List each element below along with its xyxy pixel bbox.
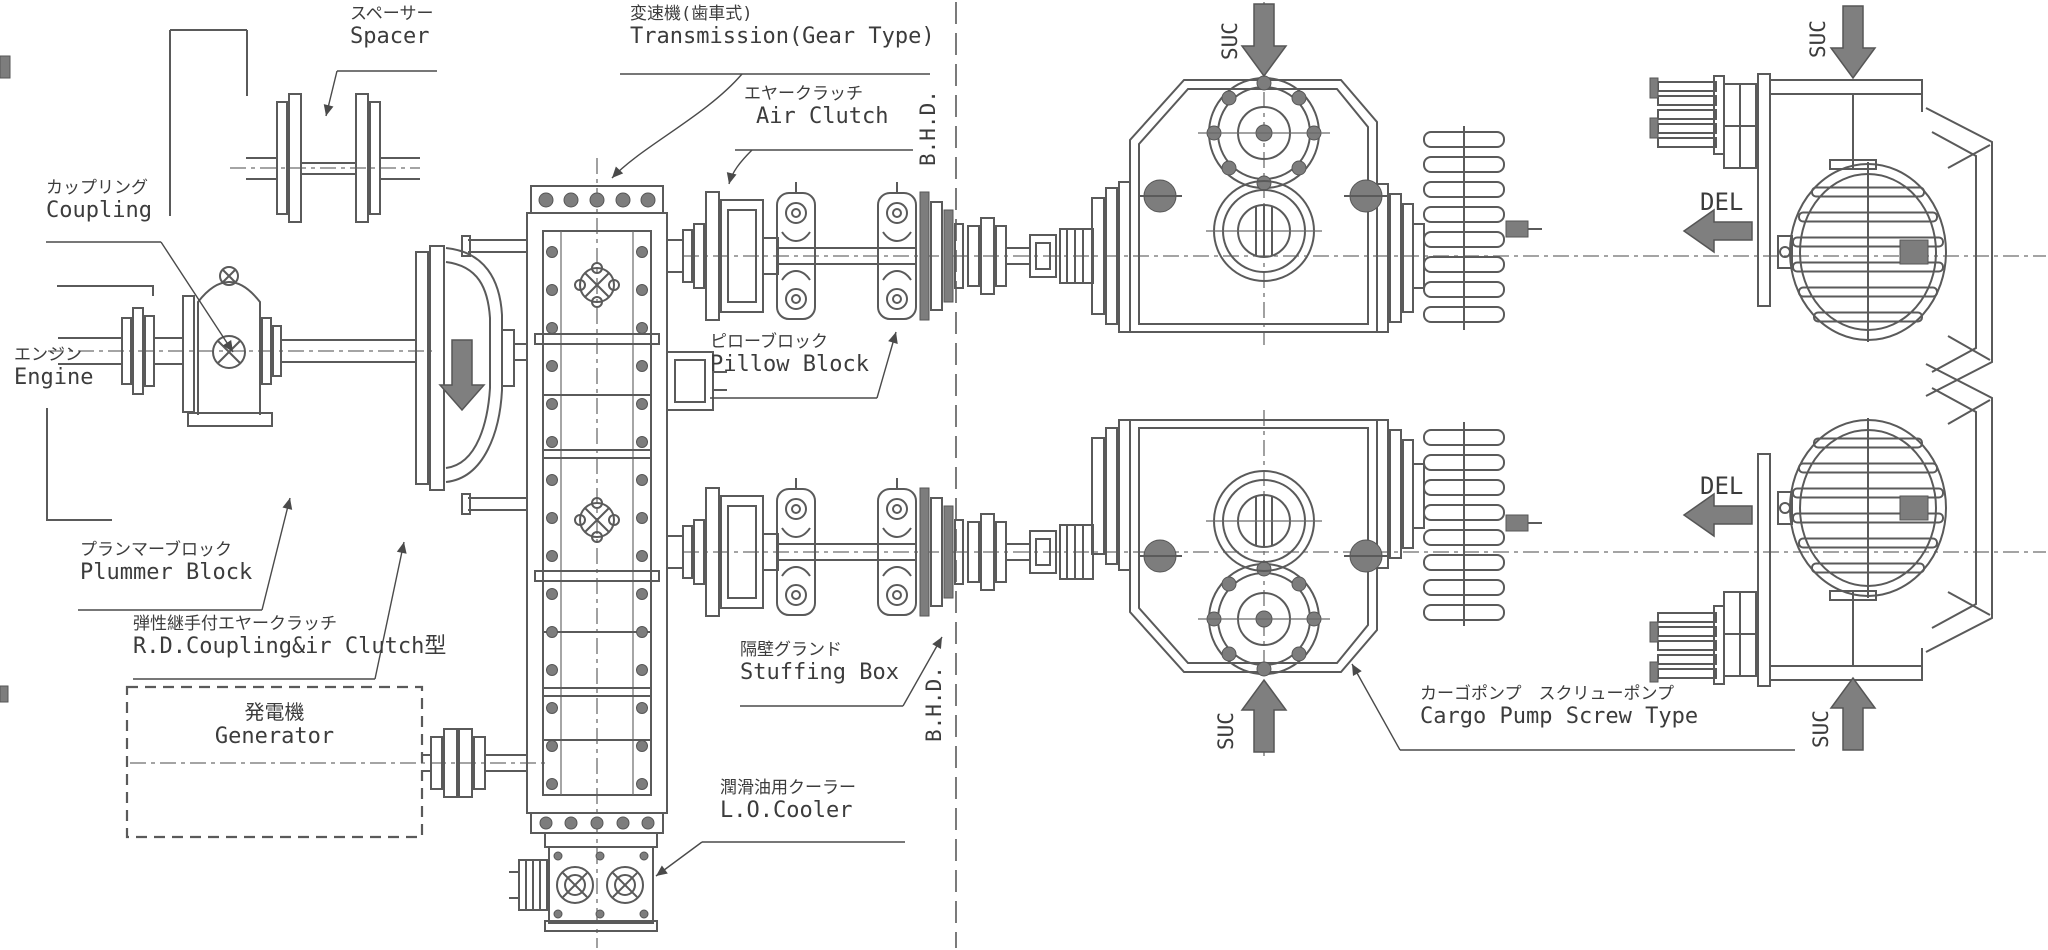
label-generator-jp: 発電機 [244, 700, 305, 724]
label-stuffing-box: 隔壁グランド Stuffing Box [740, 640, 899, 687]
generator-box [125, 685, 424, 839]
centerlines [48, 2, 2046, 948]
label-lo-cooler-en: L.O.Cooler [720, 798, 853, 824]
label-suc-top-right: SUC [1806, 20, 1830, 58]
label-spacer-en: Spacer [350, 24, 430, 50]
delivery-arrow-top-right [1682, 208, 1753, 254]
label-rd-coupling: 弾性継手付エヤークラッチ R.D.Coupling&ir Clutch型 [133, 614, 446, 661]
suction-arrow-top-center [1240, 3, 1288, 78]
label-stuffing-box-jp: 隔壁グランド [740, 640, 842, 660]
scan-marks [0, 55, 11, 703]
label-del-bottom-right: DEL [1700, 472, 1744, 500]
label-coupling-jp: カップリング [46, 178, 148, 198]
label-plummer-block-jp: プランマーブロック [80, 540, 232, 560]
label-transmission-jp: 変速機(歯車式) [630, 4, 753, 24]
label-rd-coupling-jp: 弾性継手付エヤークラッチ [133, 614, 337, 634]
delivery-arrow-bottom-right [1682, 492, 1753, 538]
suction-arrow-top-right [1829, 5, 1877, 80]
suction-arrow-bottom-center [1240, 678, 1288, 753]
label-coupling-en: Coupling [46, 198, 152, 224]
label-cargo-pump: カーゴポンプ スクリューポンプ Cargo Pump Screw Type [1420, 684, 1698, 731]
label-pillow-block-en: Pillow Block [710, 352, 869, 378]
upper-shaft-train [683, 182, 1093, 320]
label-lo-cooler: 潤滑油用クーラー L.O.Cooler [720, 778, 856, 825]
label-cargo-pump-en: Cargo Pump Screw Type [1420, 704, 1699, 730]
label-transmission-en: Transmission(Gear Type) [630, 24, 935, 50]
rd-coupling-bell [415, 245, 527, 491]
label-coupling: カップリング Coupling [46, 178, 152, 225]
label-transmission: 変速機(歯車式) Transmission(Gear Type) [630, 4, 935, 51]
label-cargo-pump-jp: カーゴポンプ スクリューポンプ [1420, 684, 1674, 704]
label-plummer-block: プランマーブロック Plummer Block [80, 540, 252, 587]
label-stuffing-box-en: Stuffing Box [740, 660, 899, 686]
lo-cooler-unit [509, 832, 658, 932]
label-lo-cooler-jp: 潤滑油用クーラー [720, 778, 856, 798]
label-bhd-bottom: B.H.D. [922, 666, 946, 742]
label-suc-top-center: SUC [1218, 22, 1242, 60]
label-rd-coupling-en: R.D.Coupling&ir Clutch型 [133, 634, 447, 660]
cargo-pump-front-top [1091, 75, 1543, 333]
label-generator-en: Generator [214, 724, 335, 749]
spacer-assembly [169, 29, 420, 223]
leader-lines [46, 70, 1795, 877]
label-air-clutch-en: Air Clutch [756, 104, 889, 130]
generator-coupling [422, 728, 527, 798]
label-engine-en: Engine [14, 365, 94, 391]
cargo-pump-front-bottom [1091, 419, 1543, 677]
label-spacer-jp: スペーサー [350, 4, 434, 24]
transmission-gearbox [461, 185, 727, 834]
label-bhd-top: B.H.D. [916, 90, 940, 166]
flow-arrows [1240, 3, 1877, 753]
label-pillow-block: ピローブロック Pillow Block [710, 332, 869, 379]
label-spacer: スペーサー Spacer [350, 4, 433, 51]
label-engine-jp: エンジン [14, 345, 82, 365]
suction-arrow-bottom-right [1829, 676, 1877, 751]
label-del-top-right: DEL [1700, 188, 1744, 216]
label-air-clutch: エヤークラッチ Air Clutch [744, 84, 888, 131]
label-engine: エンジン Engine [14, 345, 93, 392]
engine-and-coupling [46, 266, 416, 521]
label-suc-bottom-center: SUC [1214, 712, 1238, 750]
label-plummer-block-en: Plummer Block [80, 560, 253, 586]
label-pillow-block-jp: ピローブロック [710, 332, 828, 352]
label-suc-bottom-right: SUC [1809, 710, 1833, 748]
lower-shaft-train [683, 478, 1093, 616]
label-generator: 発電機 Generator [127, 700, 422, 750]
label-air-clutch-jp: エヤークラッチ [744, 84, 863, 104]
